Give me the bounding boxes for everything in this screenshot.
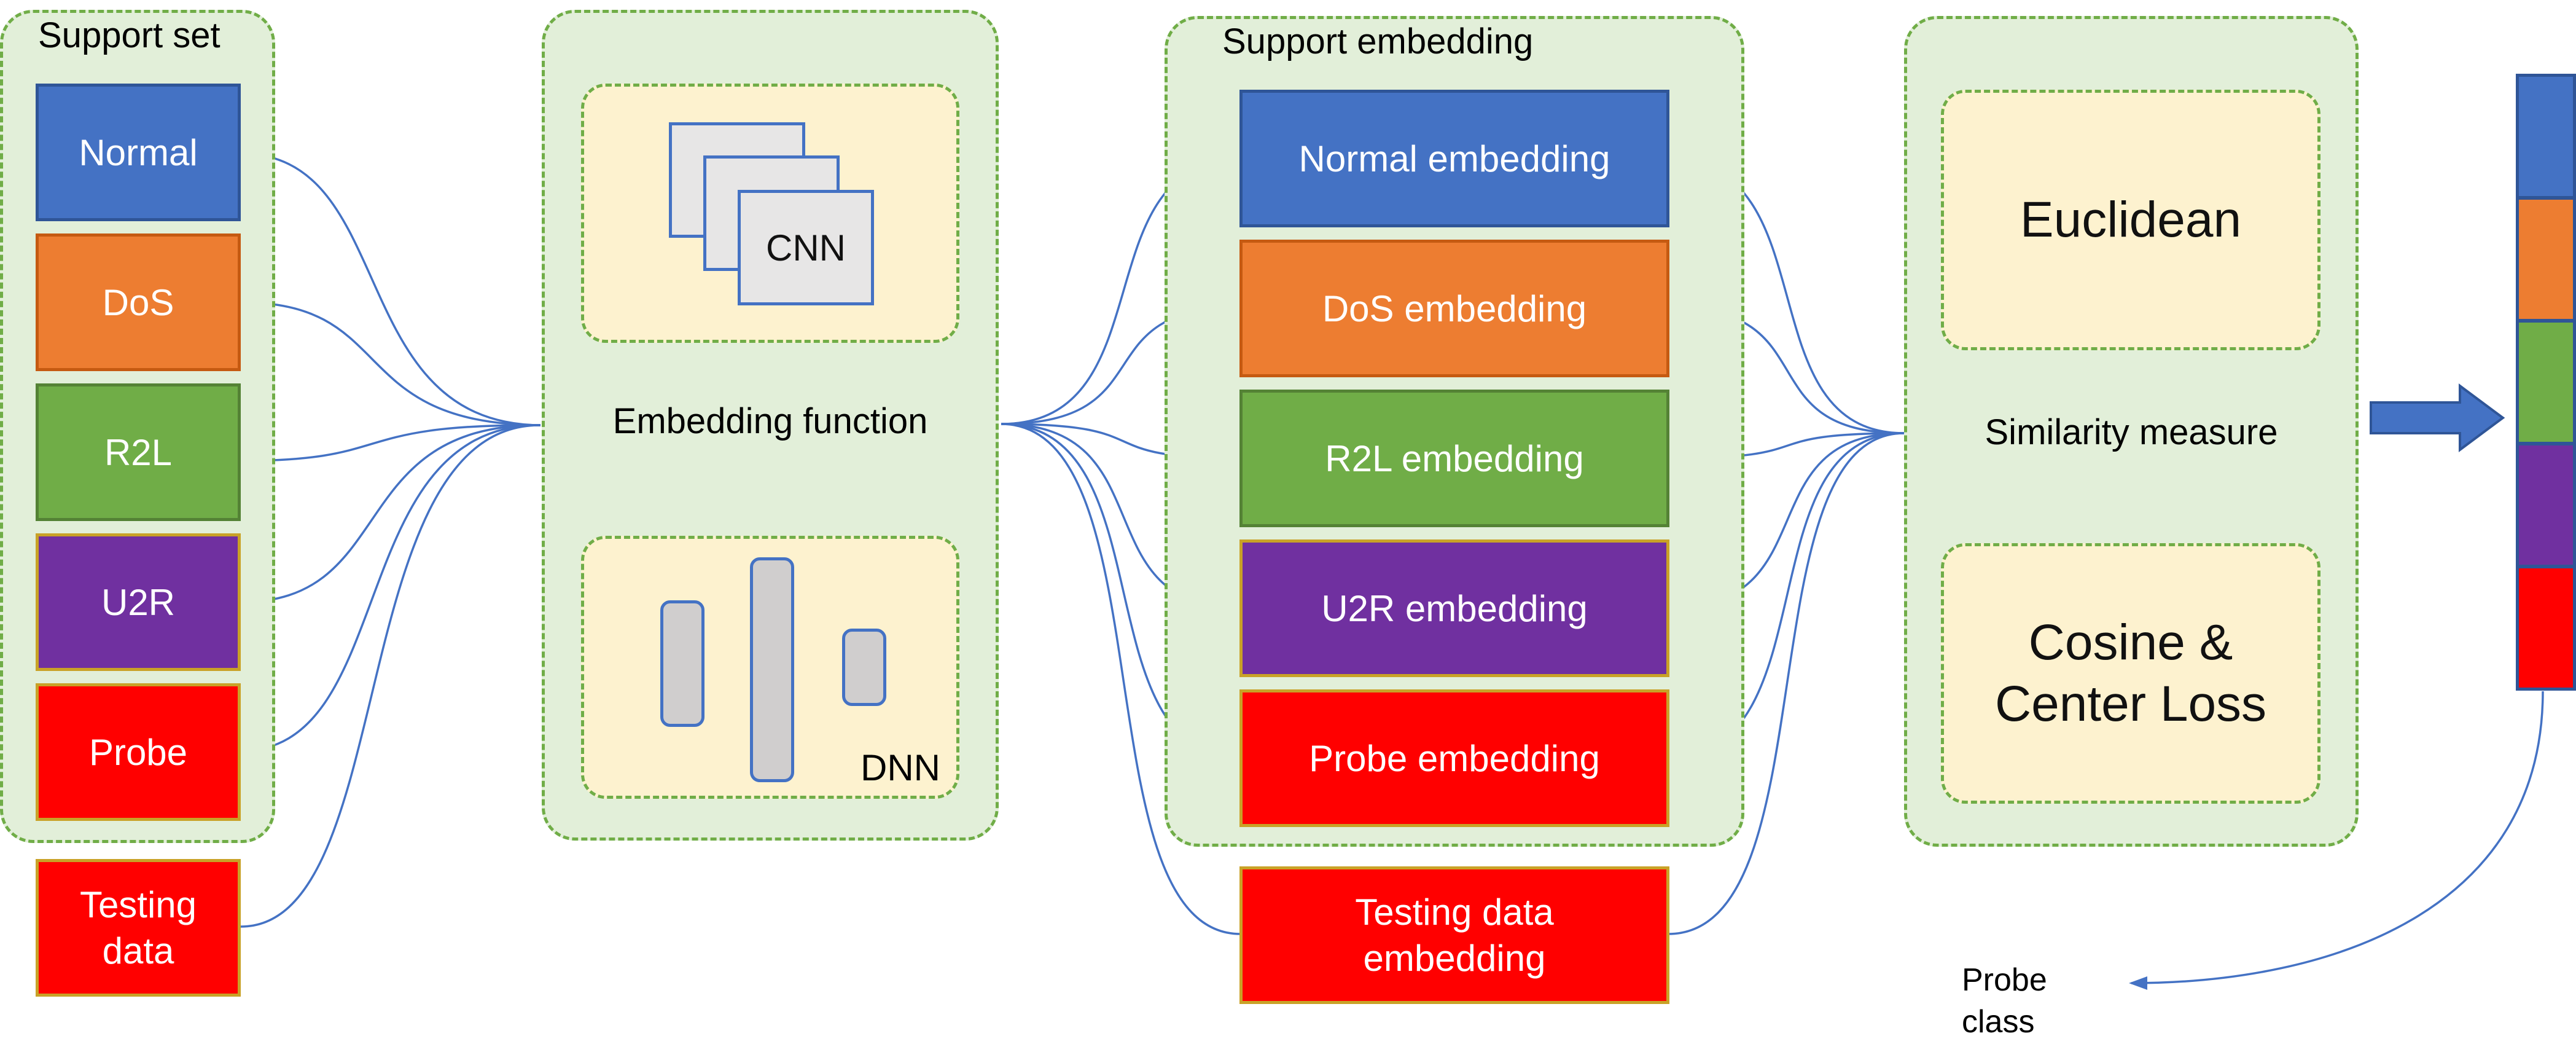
output-segment-dos <box>2516 197 2576 322</box>
euclidean-label: Euclidean <box>2020 191 2242 248</box>
connector-r2l-to-embedding <box>240 424 541 462</box>
support-r2l-label: R2L <box>104 431 173 473</box>
embedding-testing-data: Testing data embedding <box>1239 866 1669 1004</box>
dnn-label: DNN <box>861 747 940 788</box>
embedding-r2l-label: R2L embedding <box>1325 437 1584 479</box>
connector-probe-to-embedding <box>240 424 541 752</box>
testing-data-label: Testing data <box>79 884 197 971</box>
connector-testing-to-embedding <box>240 424 541 928</box>
cnn-subpanel: CNN <box>581 84 959 343</box>
support-u2r-label: U2R <box>101 581 176 623</box>
embedding-probe-label: Probe embedding <box>1309 737 1600 779</box>
output-class-stack <box>2516 74 2576 691</box>
output-segment-normal <box>2516 74 2576 199</box>
support-probe: Probe <box>36 683 241 821</box>
embedding-dos: DoS embedding <box>1239 240 1669 377</box>
support-dos-label: DoS <box>102 281 174 323</box>
embedding-r2l: R2L embedding <box>1239 390 1669 527</box>
connector-dos-to-embedding <box>240 301 541 426</box>
similarity-measure-title: Similarity measure <box>1985 412 2278 452</box>
dnn-layer-input <box>660 600 704 727</box>
connector-normal-to-embedding <box>240 152 541 426</box>
support-set-title: Support set <box>38 15 221 55</box>
testing-data: Testing data <box>36 859 241 997</box>
cosine-center-loss-subpanel: Cosine & Center Loss <box>1941 543 2320 804</box>
support-r2l: R2L <box>36 383 241 521</box>
embedding-dos-label: DoS embedding <box>1322 288 1587 329</box>
dnn-subpanel: DNN <box>581 536 959 799</box>
output-segment-probe <box>2516 565 2576 691</box>
cosine-center-loss-label: Cosine & Center Loss <box>1994 614 2267 732</box>
embedding-probe: Probe embedding <box>1239 689 1669 827</box>
probe-class-result: Probe class <box>1962 962 2047 1040</box>
embedding-u2r-label: U2R embedding <box>1321 587 1588 629</box>
embedding-function-title: Embedding function <box>612 401 928 441</box>
support-u2r: U2R <box>36 533 241 671</box>
output-segment-u2r <box>2516 442 2576 568</box>
output-block-arrow <box>2370 383 2505 452</box>
output-segment-r2l <box>2516 320 2576 445</box>
support-dos: DoS <box>36 233 241 371</box>
support-normal: Normal <box>36 84 241 221</box>
support-embedding-title: Support embedding <box>1222 22 1534 61</box>
euclidean-subpanel: Euclidean <box>1941 90 2320 350</box>
embedding-testing-data-label: Testing data embedding <box>1355 892 1554 979</box>
dnn-layer-output <box>842 629 886 706</box>
support-normal-label: Normal <box>79 131 198 173</box>
embedding-normal-label: Normal embedding <box>1298 138 1610 179</box>
embedding-u2r: U2R embedding <box>1239 539 1669 677</box>
connector-u2r-to-embedding <box>240 424 541 603</box>
cnn-layer-3: CNN <box>738 190 874 305</box>
cnn-label: CNN <box>766 227 846 269</box>
embedding-normal: Normal embedding <box>1239 90 1669 227</box>
dnn-layer-hidden <box>750 557 794 782</box>
support-probe-label: Probe <box>88 731 188 773</box>
